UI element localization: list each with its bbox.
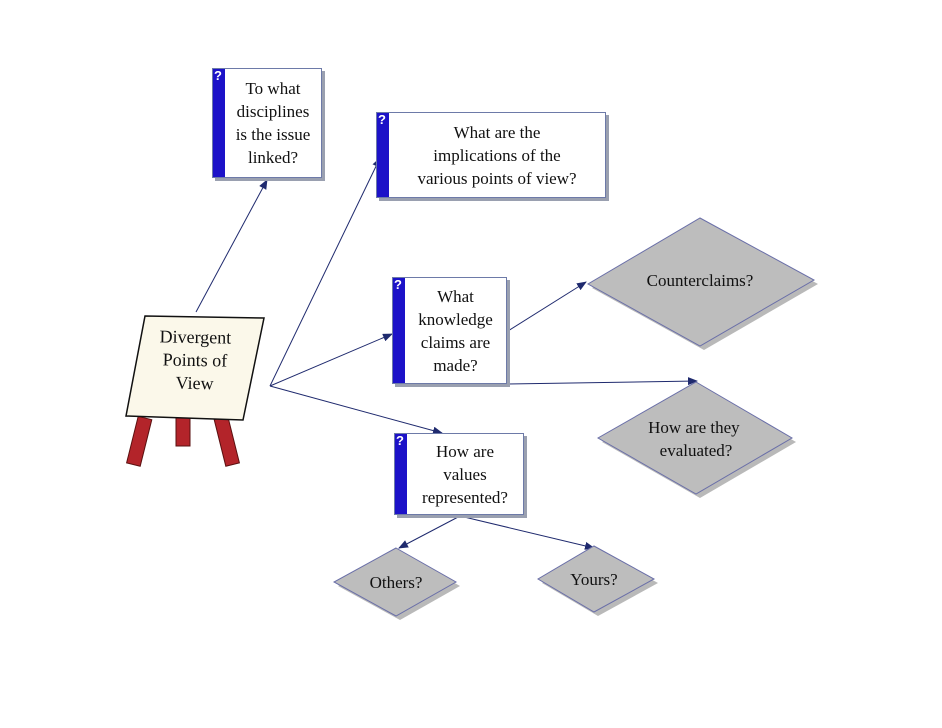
- question-text-implications: What are the implications of the various…: [417, 122, 577, 188]
- easel-icon: [125, 315, 265, 467]
- easel-leg-left: [125, 415, 153, 467]
- question-marker-bar: [395, 434, 407, 514]
- arrow-to-implications: [269, 157, 381, 387]
- question-mark-icon: ?: [378, 112, 386, 127]
- easel-leg-right: [213, 415, 241, 467]
- question-marker-bar: [393, 278, 405, 383]
- diamond-counterclaims[interactable]: Counterclaims?: [586, 217, 818, 350]
- diamond-counterclaims-label: Counterclaims?: [647, 271, 754, 290]
- arrow-to-values: [269, 385, 443, 435]
- diamond-others[interactable]: Others?: [332, 547, 460, 620]
- question-text-knowledge-claims: What knowledge claims are made?: [418, 286, 493, 375]
- arrow-to-others: [398, 515, 461, 549]
- question-text-values: How are values represented?: [422, 441, 508, 507]
- arrow-to-knowledge-claims: [269, 333, 393, 387]
- question-text-disciplines: To what disciplines is the issue linked?: [235, 79, 311, 167]
- question-mark-icon: ?: [396, 433, 404, 448]
- diamond-others-label: Others?: [370, 573, 423, 592]
- question-marker-bar: [377, 113, 389, 197]
- diamond-evaluated[interactable]: How are they evaluated?: [596, 381, 796, 498]
- question-box-implications[interactable]: ? What are the implications of the vario…: [376, 112, 606, 198]
- arrow-to-yours: [459, 515, 595, 550]
- question-box-disciplines[interactable]: ? To what disciplines is the issue linke…: [212, 68, 322, 178]
- question-mark-icon: ?: [214, 68, 222, 83]
- connectors: [195, 157, 698, 550]
- question-mark-icon: ?: [394, 277, 402, 292]
- diamond-yours-label: Yours?: [570, 570, 617, 589]
- diamond-evaluated-label: How are they evaluated?: [648, 418, 744, 460]
- question-box-knowledge-claims[interactable]: ? What knowledge claims are made?: [392, 277, 507, 384]
- diamond-yours[interactable]: Yours?: [537, 545, 658, 616]
- arrow-to-disciplines: [195, 179, 268, 313]
- easel-leg-center: [175, 415, 191, 447]
- question-box-values[interactable]: ? How are values represented?: [394, 433, 524, 515]
- arrow-to-counterclaims: [507, 281, 587, 332]
- easel-board: [125, 315, 265, 421]
- central-topic-label: Divergent Points of View: [159, 326, 232, 394]
- diamond-evaluated-line-1: How are they: [648, 418, 740, 437]
- diamond-evaluated-line-2: evaluated?: [660, 441, 733, 460]
- question-marker-bar: [213, 69, 225, 177]
- arrow-to-evaluated: [507, 377, 698, 386]
